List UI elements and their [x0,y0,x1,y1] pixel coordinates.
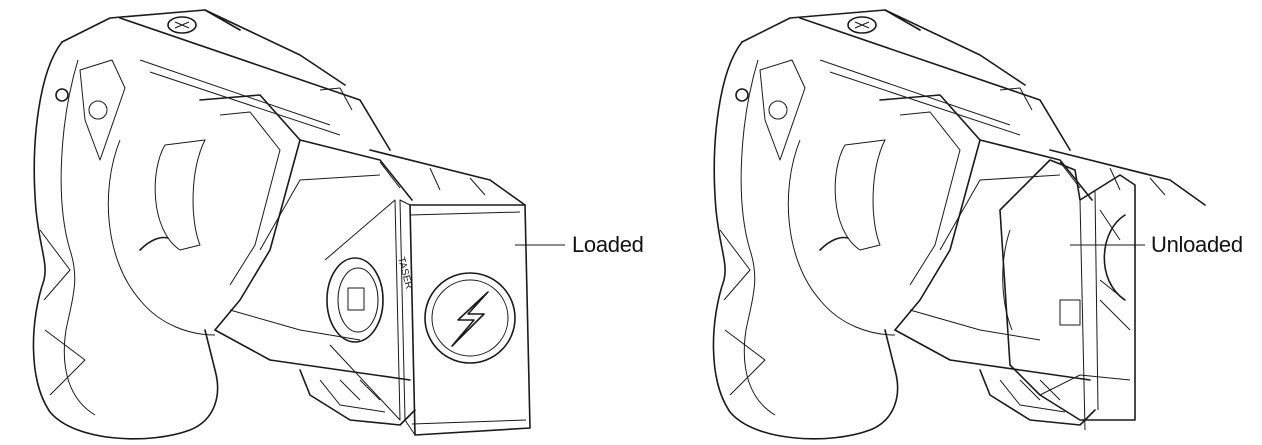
taser-loaded-drawing: TASER [32,9,565,440]
label-unloaded: Unloaded [1151,232,1243,257]
label-loaded: Loaded [572,232,644,257]
lightning-bolt-icon [451,291,489,347]
empty-cartridge-bay [999,159,1136,431]
cartridge-loaded: TASER [324,199,531,436]
taser-unloaded-drawing [712,9,1206,440]
